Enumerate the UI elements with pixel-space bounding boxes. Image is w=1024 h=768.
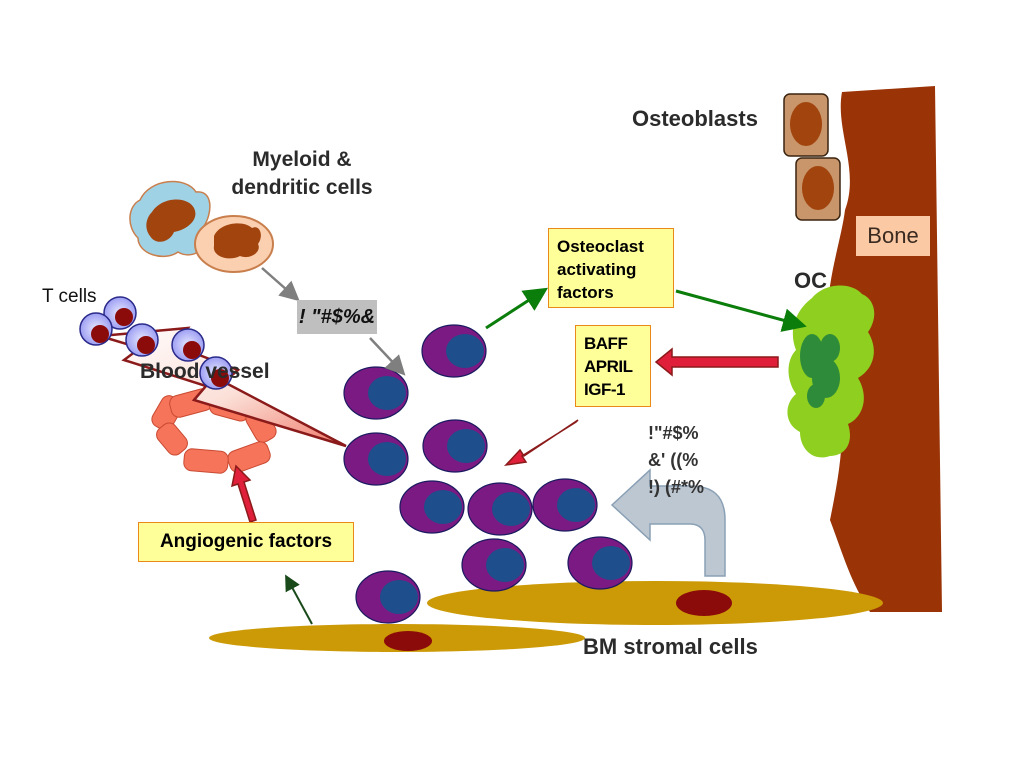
t-cell	[171, 328, 205, 362]
oc-label: OC	[794, 268, 827, 293]
red-arrow-baff-to-myeloma	[503, 419, 579, 467]
t-cell	[103, 296, 137, 330]
arrow-myeloma-to-oaf	[485, 287, 549, 330]
myeloma-cell	[567, 536, 633, 590]
stromal-factors-text: !"#$% &' ((% !) (#*%	[648, 420, 704, 501]
dendritic-cell	[194, 215, 274, 273]
osteoblast-cell	[783, 93, 829, 157]
arrow-factor-to-myeloma	[369, 337, 406, 376]
stromal-factor-line: !) (#*%	[648, 477, 705, 497]
stromal-factor-line: &' ((%	[648, 450, 699, 470]
stromal-nucleus	[384, 631, 432, 651]
oaf-line: factors	[557, 283, 614, 302]
uturn-arrow	[610, 468, 726, 577]
myeloma-cell	[422, 419, 488, 473]
myeloma-cell	[343, 432, 409, 486]
arrow-stromal-to-angiogenic	[285, 574, 313, 625]
myeloma-cell	[421, 324, 487, 378]
red-arrow-angiogenic-to-vessel	[231, 464, 257, 523]
baff-april-igf-box: BAFF APRIL IGF-1	[575, 325, 651, 407]
oaf-line: Osteoclast	[557, 237, 644, 256]
osteoclast-factors-box: Osteoclast activating factors	[548, 228, 674, 308]
t-cell	[79, 312, 113, 346]
red-arrow-oc-to-baff	[654, 347, 779, 377]
igf-line: IGF-1	[584, 380, 625, 399]
arrow-dendritic-to-factor	[261, 267, 300, 302]
bm-stromal-label: BM stromal cells	[583, 634, 758, 659]
t-cell	[199, 356, 233, 390]
oaf-line: activating	[557, 260, 637, 279]
myeloma-cell	[343, 366, 409, 420]
myeloma-cell	[399, 480, 465, 534]
arrow-oaf-to-oc	[675, 289, 807, 332]
baff-line: BAFF	[584, 334, 628, 353]
t-cells-label: T cells	[42, 286, 97, 307]
t-cell	[125, 323, 159, 357]
myeloma-cell	[532, 478, 598, 532]
stromal-cell	[427, 581, 883, 625]
bone-label: Bone	[856, 216, 930, 256]
osteoblast-cell	[795, 157, 841, 221]
myeloid-dendritic-label: Myeloid & dendritic cells	[216, 146, 388, 202]
april-line: APRIL	[584, 357, 633, 376]
myeloid-cell	[129, 180, 211, 258]
myeloid-factor-tag: ! "#$%&	[297, 300, 377, 334]
osteoclast-nuclei	[800, 334, 840, 408]
myeloma-cell	[467, 482, 533, 536]
angiogenic-factors-box: Angiogenic factors	[138, 522, 354, 562]
myeloid-label-line: Myeloid &	[252, 148, 352, 171]
stromal-factor-line: !"#$%	[648, 423, 699, 443]
osteoblasts-label: Osteoblasts	[632, 106, 758, 131]
myeloma-cell	[461, 538, 527, 592]
blood-vessel-label: Blood vessel	[140, 360, 270, 383]
myeloma-cell	[355, 570, 421, 624]
dendritic-label-line: dendritic cells	[231, 176, 373, 199]
stromal-nucleus	[676, 590, 732, 616]
